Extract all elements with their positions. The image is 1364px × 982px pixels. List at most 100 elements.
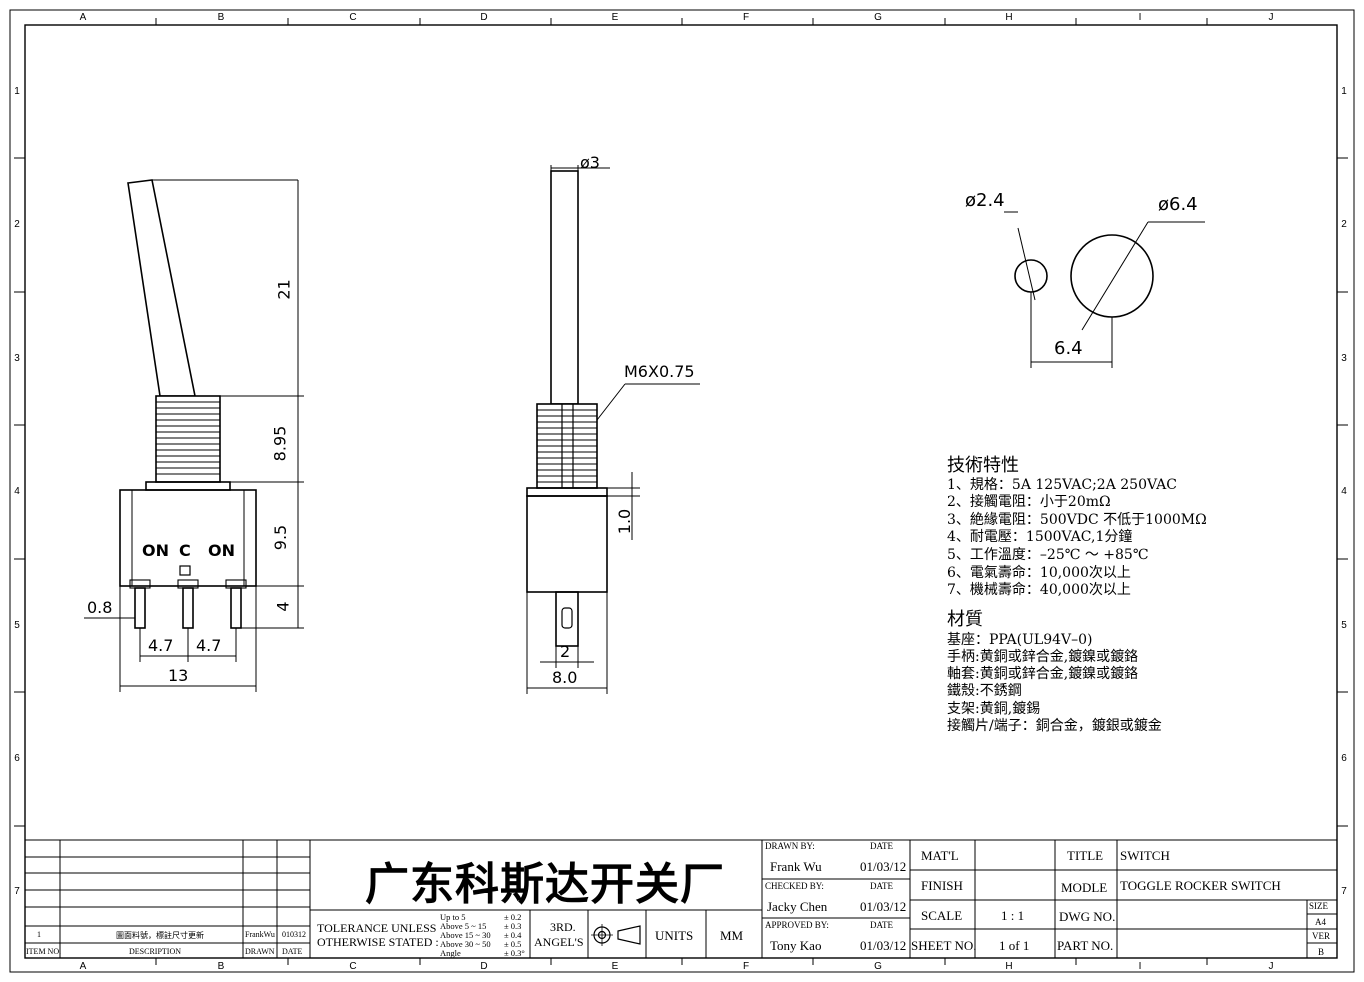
scale-label: SCALE <box>921 908 963 923</box>
dim-hole-diameter: ø6.4 <box>1158 194 1198 215</box>
column-label: E <box>611 961 619 972</box>
dim-pin-pitch-left: 4.7 <box>148 636 174 655</box>
front-view <box>119 179 298 629</box>
column-label: C <box>349 961 357 972</box>
drawn-date: 01/03/12 <box>860 859 907 874</box>
approved-date: 01/03/12 <box>860 938 907 953</box>
label-common: C <box>179 541 191 560</box>
column-label: H <box>1005 961 1013 972</box>
tol-value: ± 0.4 <box>504 930 522 940</box>
dim-pin-length: 4 <box>273 601 293 612</box>
row-label: 2 <box>14 219 20 230</box>
row-label: 4 <box>14 486 20 497</box>
model-value: TOGGLE ROCKER SWITCH <box>1120 878 1281 893</box>
tol-range: Above 30 ~ 50 <box>440 939 491 949</box>
checked-by-value: Jacky Chen <box>767 899 828 914</box>
rev-header-date: DATE <box>282 947 303 956</box>
row-label: 1 <box>14 86 20 97</box>
title-label: TITLE <box>1067 848 1104 863</box>
row-label: 2 <box>1341 219 1347 230</box>
tol-range: Above 5 ~ 15 <box>440 921 487 931</box>
row-label: 5 <box>14 620 20 631</box>
title-value: SWITCH <box>1120 848 1170 863</box>
company-name: 广东科斯达开关厂 <box>365 859 725 910</box>
material-item: 鐵殼:不銹鋼 <box>947 683 1022 699</box>
column-label: F <box>742 12 750 23</box>
tol-range: Up to 5 <box>440 912 466 922</box>
model-label: MODLE <box>1061 880 1108 895</box>
rev-header-drawn: DRAWN <box>245 947 275 956</box>
spec-item: 5、工作溫度：–25℃ ～ +85℃ <box>947 547 1149 563</box>
dim-body-width: 13 <box>168 666 189 685</box>
checked-date: 01/03/12 <box>860 899 907 914</box>
tol-value: ± 0.5 <box>504 939 522 949</box>
tol-range: Angle <box>440 948 461 958</box>
column-label: B <box>217 12 225 23</box>
column-label: H <box>1005 12 1013 23</box>
tol-range: Above 15 ~ 30 <box>440 930 491 940</box>
tolerance-label-line1: TOLERANCE UNLESS <box>317 921 437 935</box>
ver-label: VER <box>1312 931 1330 941</box>
dim-bushing-height: 8.95 <box>270 425 290 462</box>
column-label: J <box>1268 12 1274 23</box>
revision-item-no: 1 <box>37 930 41 939</box>
panel-cutout-view <box>1004 211 1205 368</box>
spec-item: 6、電氣壽命：10,000次以上 <box>947 565 1131 581</box>
size-value: A4 <box>1315 917 1326 927</box>
tol-value: ± 0.2 <box>504 912 522 922</box>
revision-description: 圖面料號，標註尺寸更新 <box>116 931 204 940</box>
projection-label-line2: ANGEL'S <box>534 935 584 949</box>
column-label: D <box>480 12 488 23</box>
label-on-right: ON <box>208 541 235 560</box>
side-view <box>526 165 610 647</box>
spec-item: 7、機械壽命：40,000次以上 <box>947 582 1131 598</box>
part-no-label: PART NO. <box>1057 938 1114 953</box>
sheet-label: SHEET NO. <box>911 938 977 953</box>
dim-flange-thickness: 1.0 <box>615 508 635 535</box>
row-label: 6 <box>1341 753 1347 764</box>
row-label: 6 <box>14 753 20 764</box>
revision-date: 010312 <box>282 930 306 939</box>
units-label: UNITS <box>655 928 694 943</box>
material-item: 支架:黄銅,鍍錫 <box>947 701 1041 717</box>
drawn-by-value: Frank Wu <box>770 859 822 874</box>
tolerance-label-line2: OTHERWISE STATED : <box>317 935 439 949</box>
units-value: MM <box>720 928 744 943</box>
column-label: I <box>1138 961 1142 972</box>
tol-value: ± 0.3° <box>504 948 525 958</box>
material-item: 基座：PPA(UL94V–0) <box>947 632 1093 648</box>
dim-pin-width: 0.8 <box>87 598 113 617</box>
dim-side-width: 8.0 <box>552 668 578 687</box>
projection-label-line1: 3RD. <box>550 920 576 934</box>
row-label: 7 <box>14 886 20 897</box>
spec-item: 1、規格：5A 125VAC;2A 250VAC <box>947 477 1177 493</box>
approved-by-label: APPROVED BY: <box>765 920 829 930</box>
date-label: DATE <box>870 841 893 851</box>
third-angle-projection-symbol <box>591 924 641 946</box>
dim-terminal-width: 2 <box>560 642 571 661</box>
dwg-no-label: DWG NO. <box>1059 909 1116 924</box>
dim-keyhole-diameter: ø2.4 <box>965 190 1005 211</box>
specs-title: 技術特性 <box>947 455 1019 476</box>
spec-item: 2、接觸電阻：小于20mΩ <box>947 494 1111 510</box>
revision-drawn: FrankWu <box>245 930 275 939</box>
drawn-by-label: DRAWN BY: <box>765 841 815 851</box>
dim-lever-height: 21 <box>274 279 294 300</box>
column-label: E <box>611 12 619 23</box>
dim-thread-spec: M6X0.75 <box>624 362 695 381</box>
column-label: A <box>79 961 87 972</box>
approved-by-value: Tony Kao <box>770 938 822 953</box>
row-label: 5 <box>1341 620 1347 631</box>
row-label: 3 <box>14 353 20 364</box>
matl-label: MAT'L <box>921 848 959 863</box>
row-label: 1 <box>1341 86 1347 97</box>
date-label: DATE <box>870 881 893 891</box>
spec-item: 4、耐電壓：1500VAC,1分鐘 <box>947 529 1133 545</box>
dim-body-height: 9.5 <box>271 524 291 551</box>
finish-label: FINISH <box>921 878 963 893</box>
label-on-left: ON <box>142 541 169 560</box>
row-label: 4 <box>1341 486 1347 497</box>
checked-by-label: CHECKED BY: <box>765 881 824 891</box>
column-label: J <box>1268 961 1274 972</box>
